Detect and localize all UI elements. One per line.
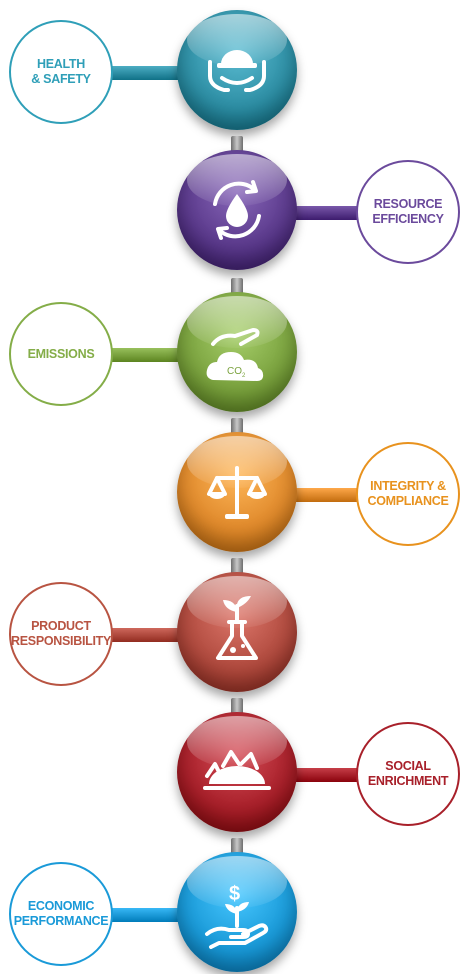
hardhat-hands-icon (208, 50, 266, 92)
label-line: EMISSIONS (27, 346, 95, 361)
label-line: & SAFETY (31, 72, 91, 86)
water-drop-cycle-icon (213, 180, 261, 240)
economic-performance-hub: $ (177, 852, 297, 972)
label-line: EFFICIENCY (372, 212, 444, 226)
integrity-compliance-connector (286, 488, 362, 502)
health-safety-label-circle: HEALTH& SAFETY (9, 20, 113, 124)
label-line: PRODUCT (31, 619, 91, 633)
label-line: HEALTH (37, 57, 85, 71)
money-plant-hand-icon: $ (205, 883, 269, 949)
product-responsibility-hub (177, 572, 297, 692)
emissions-connector (108, 348, 188, 362)
health-safety-hub (177, 10, 297, 130)
product-responsibility-connector (108, 628, 188, 642)
economic-performance-connector (108, 908, 188, 922)
health-safety-label: HEALTH& SAFETY (27, 57, 94, 87)
co2-cloud-hand-icon: CO2 (206, 328, 264, 381)
integrity-compliance-hub (177, 432, 297, 552)
social-enrichment-connector (286, 768, 362, 782)
social-enrichment-hub (177, 712, 297, 832)
label-line: SOCIAL (385, 759, 431, 773)
label-line: RESOURCE (373, 197, 443, 211)
co2-text: CO2 (227, 366, 246, 379)
label-line: RESPONSIBILITY (11, 634, 111, 648)
label-line: PERFORMANCE (13, 914, 109, 928)
scales-of-justice-icon (207, 466, 267, 519)
emissions-hub: CO2 (177, 292, 297, 412)
emissions-label-circle: EMISSIONS (9, 302, 113, 406)
emissions-label: EMISSIONS (24, 347, 99, 362)
label-line: INTEGRITY & (370, 479, 446, 493)
label-line: ECONOMIC (27, 899, 95, 913)
integrity-compliance-label-circle: INTEGRITY &COMPLIANCE (356, 442, 460, 546)
health-safety-connector (108, 66, 188, 80)
resource-efficiency-hub (177, 150, 297, 270)
community-houses-icon (203, 750, 271, 790)
flask-sprout-icon (216, 596, 258, 660)
resource-efficiency-connector (286, 206, 362, 220)
dollar-sign: $ (229, 883, 240, 905)
integrity-compliance-label: INTEGRITY &COMPLIANCE (363, 479, 452, 509)
label-line: ENRICHMENT (367, 774, 449, 788)
label-line: COMPLIANCE (367, 494, 449, 508)
